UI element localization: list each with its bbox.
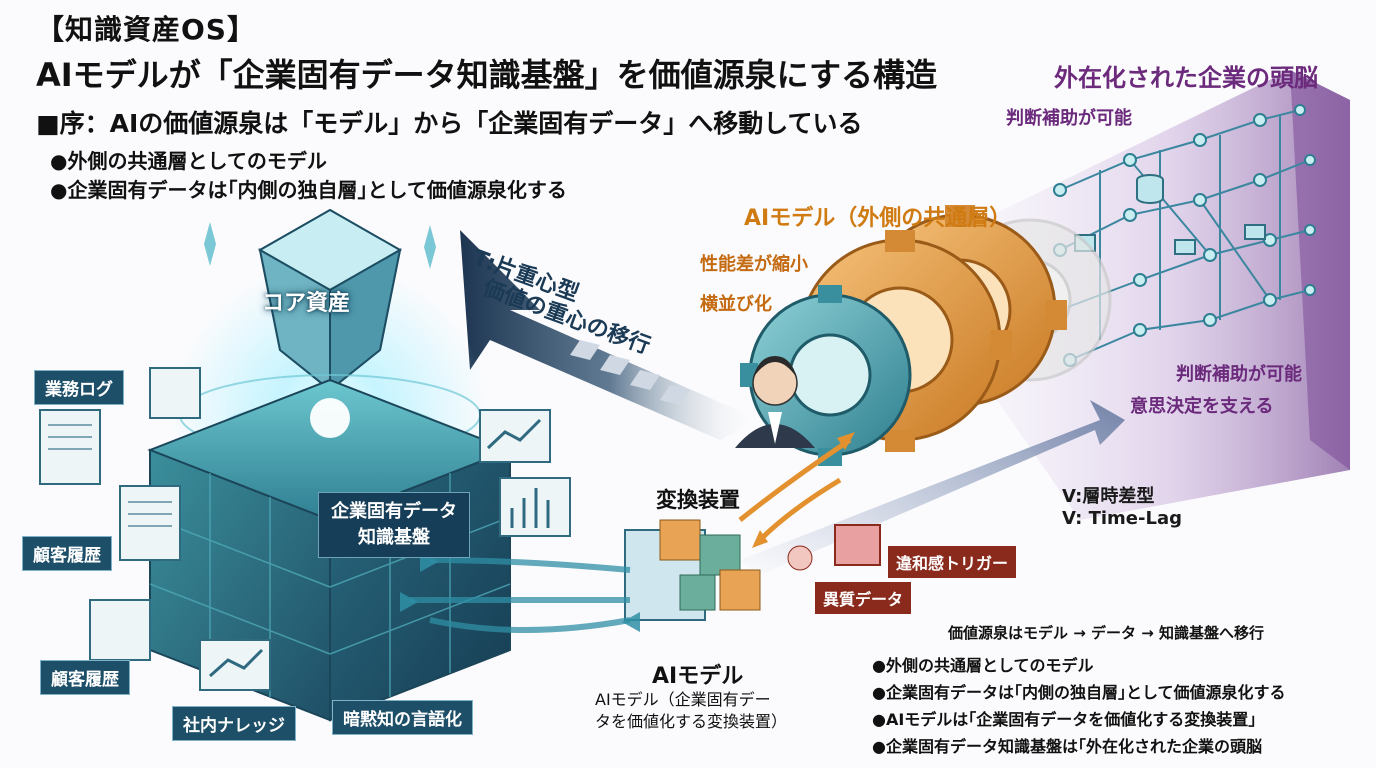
chart-icon <box>209 418 550 678</box>
summary-bullet: ●企業固有データ知識基盤は｢外在化された企業の頭脳 <box>872 737 1262 756</box>
summary-bullet: ●AIモデルは｢企業固有データを価値化する変換装置｣ <box>872 710 1257 729</box>
summary-bullet: ●外側の共通層としてのモデル <box>872 656 1094 675</box>
summary-bullet: ●企業固有データは｢内側の独自層｣として価値源泉化する <box>872 683 1286 702</box>
knowledge-base-line: 企業固有データ <box>331 501 457 522</box>
anomaly-data-label: 異質データ <box>815 582 912 614</box>
value-shift-arrow <box>460 230 760 440</box>
crystal-icon <box>257 208 403 393</box>
ai-model-note: 性能差が縮小 <box>700 254 808 275</box>
core-asset-label: コア資産 <box>262 291 351 316</box>
header-tag: 【知識資産OS】 <box>36 13 256 46</box>
brain-note: 判断補助が可能 <box>1006 108 1132 129</box>
knowledge-base-line: 知識基盤 <box>358 527 430 549</box>
tag-customer-history: 顧客履歴 <box>22 536 112 571</box>
anomaly-trigger-label: 違和感トリガー <box>888 546 1017 578</box>
summary-flow: 価値源泉はモデル → データ → 知識基盤へ移行 <box>948 624 1265 642</box>
converter-desc: AIモデル（企業固有デー <box>595 690 771 709</box>
orange-arrows <box>738 437 852 542</box>
sparkle <box>204 222 436 269</box>
tag-customer-history: 顧客履歴 <box>40 660 130 695</box>
tag-business-log: 業務ログ <box>34 370 124 405</box>
database-icon <box>1074 174 1266 255</box>
converter-device <box>624 519 761 621</box>
tag-tacit-knowledge: 暗黙知の言語化 <box>332 700 473 735</box>
person-icon <box>735 356 815 448</box>
brain-network-panel <box>900 70 1350 520</box>
page-subtitle: ■序：AIの価値源泉は「モデル」から「企業固有データ」へ移動している <box>36 109 863 138</box>
converter-label: 変換装置 <box>656 488 740 512</box>
ai-model-heading: AIモデル（外側の共通層） <box>744 206 1012 231</box>
time-lag-label: V:層時差型 <box>1062 486 1155 507</box>
tag-internal-knowledge: 社内ナレッジ <box>172 706 296 741</box>
doc-lines <box>48 424 172 527</box>
time-lag-label: V: Time-Lag <box>1062 508 1182 529</box>
brain-note: 判断補助が可能 <box>1176 364 1302 385</box>
gear-teal <box>740 285 912 466</box>
knowledge-base-box: 企業固有データ 知識基盤 <box>318 492 470 559</box>
converter-desc: タを価値化する変換装置） <box>595 712 788 731</box>
gear-teeth <box>885 205 1067 452</box>
header-bullet: ●企業固有データは｢内側の独自層｣として価値源泉化する <box>50 178 567 202</box>
ai-model-note: 横並び化 <box>700 294 772 315</box>
anomaly-icon <box>787 524 881 571</box>
brain-note: 意思決定を支える <box>1130 396 1274 417</box>
header-bullet: ●外側の共通層としてのモデル <box>50 149 327 173</box>
converter-ai-label: AIモデル <box>652 664 744 689</box>
page-title: AIモデルが「企業固有データ知識基盤」を価値源泉にする構造 <box>36 56 937 94</box>
brain-title: 外在化された企業の頭脳 <box>1054 64 1318 92</box>
flow-arrows <box>410 557 631 633</box>
